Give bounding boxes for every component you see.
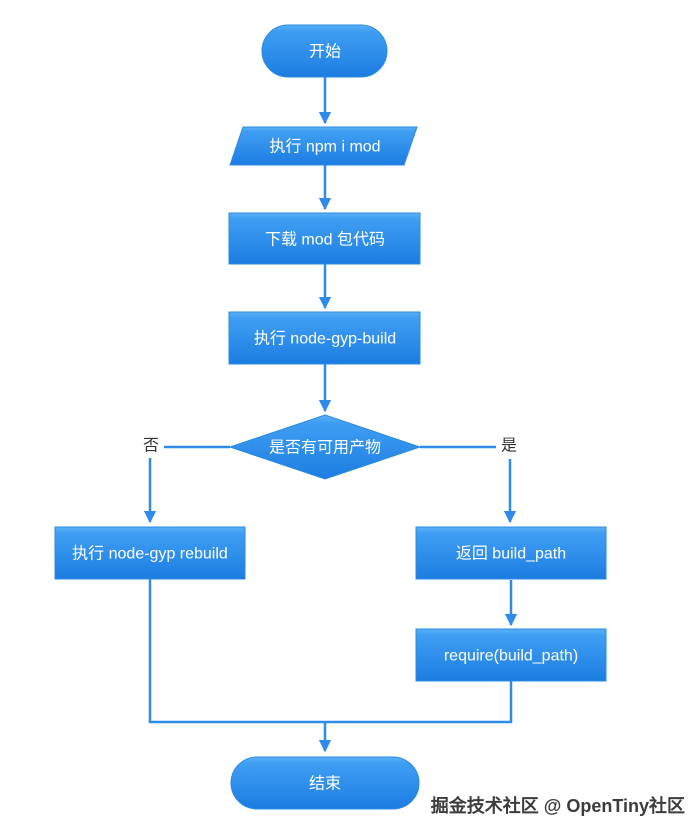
connectors [143, 77, 518, 753]
require-path-process-shape [415, 628, 607, 682]
node-has-usable-artifact: 是否有可用产物 [228, 414, 422, 480]
node-download-mod: 下载 mod 包代码 [228, 212, 421, 265]
gyp-rebuild-label: 执行 node-gyp rebuild [72, 545, 228, 563]
gyp-rebuild-process-shape [54, 526, 246, 580]
node-exec-node-gyp-rebuild: 执行 node-gyp rebuild [54, 526, 246, 580]
node-require-build-path: require(build_path) [415, 628, 607, 682]
branch-label-no: 否 [143, 438, 159, 455]
npm-parallelogram-shape [229, 126, 418, 166]
download-label: 下载 mod 包代码 [265, 231, 385, 249]
node-start: 开始 [261, 24, 388, 78]
gyp-build-process-shape [228, 311, 421, 365]
decision-label: 是否有可用产物 [269, 439, 381, 457]
require-path-label: require(build_path) [444, 648, 578, 665]
end-terminator-shape [230, 756, 420, 810]
npm-label: 执行 npm i mod [269, 138, 380, 156]
start-terminator-shape [261, 24, 388, 78]
node-exec-node-gyp-build: 执行 node-gyp-build [228, 311, 421, 365]
return-path-process-shape [415, 526, 607, 580]
watermark-text: 掘金技术社区 @ OpenTiny社区 [431, 795, 685, 816]
decision-diamond-shape [228, 414, 422, 480]
download-process-shape [228, 212, 421, 265]
return-path-label: 返回 build_path [456, 545, 566, 563]
end-label: 结束 [309, 775, 341, 793]
node-exec-npm-i-mod: 执行 npm i mod [229, 126, 418, 166]
node-return-build-path: 返回 build_path [415, 526, 607, 580]
node-end: 结束 [230, 756, 420, 810]
gyp-build-label: 执行 node-gyp-build [254, 330, 396, 348]
edge-merge [148, 579, 513, 724]
branch-label-yes: 是 [501, 438, 517, 455]
start-label: 开始 [309, 43, 341, 61]
